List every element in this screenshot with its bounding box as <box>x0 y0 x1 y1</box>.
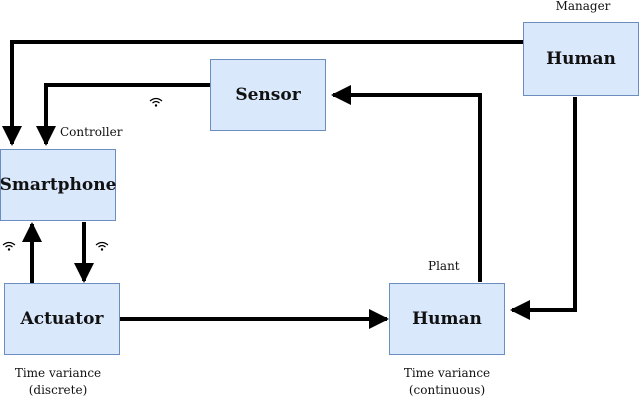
plant-human-node: Human <box>389 283 505 355</box>
smartphone-label: Smartphone <box>0 175 117 195</box>
controller-caption: Controller <box>60 125 123 139</box>
time-variance-continuous-line2: (continuous) <box>408 383 486 397</box>
edge-sensor-to-smartphone <box>36 83 210 146</box>
plant-caption: Plant <box>428 259 460 273</box>
time-variance-continuous-line1: Time variance <box>403 366 491 380</box>
wifi-icon <box>95 241 109 251</box>
actuator-label: Actuator <box>20 309 104 329</box>
sensor-node: Sensor <box>210 59 326 131</box>
actuator-node: Actuator <box>4 283 120 355</box>
edge-manager-to-smartphone <box>2 40 524 146</box>
time-variance-discrete-line1: Time variance <box>14 366 102 380</box>
edge-plant-to-sensor <box>331 85 482 282</box>
plant-human-label: Human <box>412 309 482 329</box>
wifi-icon <box>149 97 163 107</box>
manager-human-label: Human <box>546 49 616 69</box>
time-variance-discrete-line2: (discrete) <box>28 383 88 397</box>
smartphone-node: Smartphone <box>0 149 116 221</box>
sensor-label: Sensor <box>235 85 301 105</box>
manager-human-node: Human <box>523 22 639 96</box>
edge-manager-to-plant <box>510 97 577 320</box>
manager-caption: Manager <box>555 0 611 13</box>
wifi-icon <box>2 241 16 251</box>
